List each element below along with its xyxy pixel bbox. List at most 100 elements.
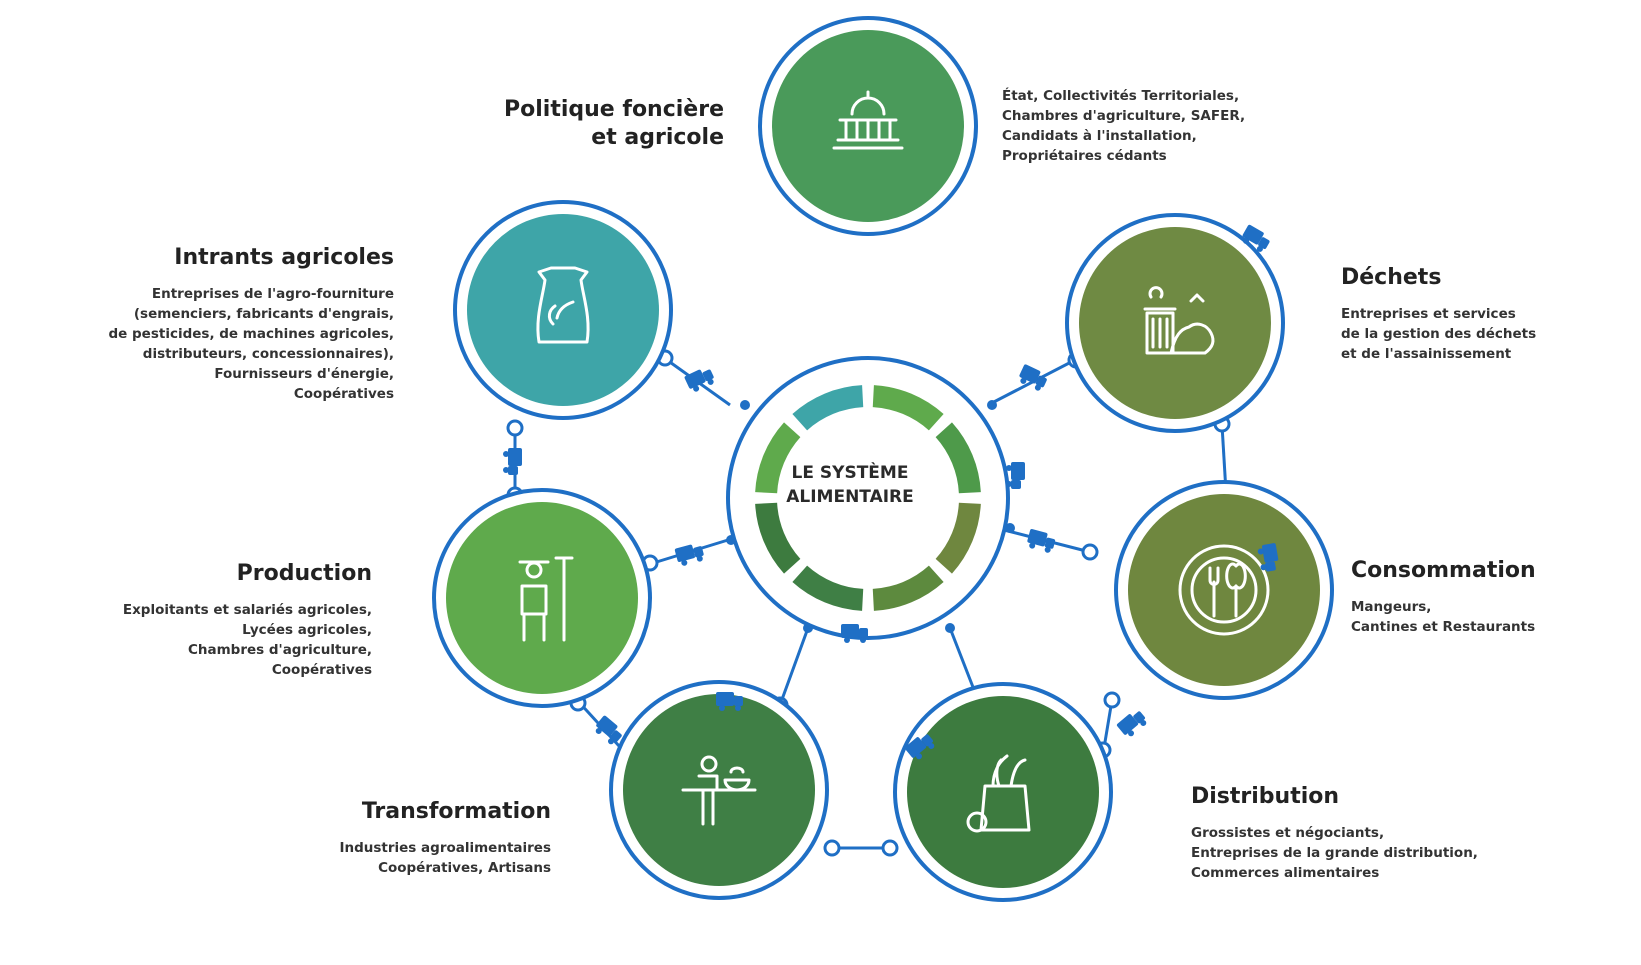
truck-icon	[674, 544, 704, 566]
transformation-line: Coopératives, Artisans	[378, 860, 551, 876]
truck-wheel	[696, 555, 703, 562]
truck-wheel	[607, 738, 614, 745]
truck-icon	[1257, 543, 1279, 572]
connector-node	[1103, 691, 1121, 709]
truck-icon	[716, 692, 743, 711]
truck-body	[904, 737, 927, 758]
transformation-line: Industries agroalimentaires	[339, 840, 551, 856]
leaf-shape	[547, 300, 575, 326]
truck-cab	[734, 696, 743, 706]
node-distribution	[893, 682, 1113, 902]
connector-node	[823, 839, 841, 857]
trucks	[503, 224, 1279, 760]
truck-cab	[1265, 561, 1276, 572]
distribution-title: Distribution	[1191, 784, 1340, 809]
intrants-line: Coopératives	[293, 386, 394, 402]
truck-wheel	[595, 727, 602, 734]
truck-wheel	[928, 742, 935, 749]
node-dechets-disc	[1079, 227, 1271, 419]
node-dechets	[1065, 213, 1285, 433]
distribution-line: Grossistes et négociants,	[1191, 825, 1385, 841]
truck-wheel	[1140, 719, 1147, 726]
cutlery-shape	[1208, 562, 1247, 618]
truck-body	[716, 692, 734, 706]
truck-body	[684, 369, 706, 389]
truck-wheel	[707, 378, 714, 385]
intrants-label: Intrants agricoles Entreprises de l'agro…	[109, 244, 395, 404]
truck-cab	[693, 546, 704, 558]
truck-wheel	[1257, 548, 1264, 555]
truck-body	[674, 544, 695, 562]
connector-node	[506, 419, 524, 437]
node-intrants	[453, 200, 673, 420]
intrants-line: Entreprises de l'agro-fourniture	[151, 286, 394, 302]
node-distribution-disc	[907, 696, 1099, 888]
node-production-disc	[446, 502, 638, 694]
policy-line: Candidats à l'installation,	[1002, 128, 1197, 144]
bag-shape	[536, 266, 590, 344]
distribution-line: Entreprises de la grande distribution,	[1191, 845, 1478, 861]
distribution-label: Distribution Grossistes et négociants, E…	[1191, 783, 1478, 883]
truck-wheel	[1044, 546, 1051, 553]
central-title-line1: LE SYSTÈME	[791, 463, 909, 483]
truck-icon	[1116, 711, 1147, 737]
truck-wheel	[735, 705, 741, 711]
truck-icon	[1006, 462, 1025, 489]
farmer-icon	[518, 556, 574, 642]
consommation-title: Consommation	[1351, 558, 1536, 583]
waste-bin-icon	[1143, 286, 1215, 355]
intrants-line: distributeurs, concessionnaires),	[142, 346, 394, 362]
node-consommation	[1114, 480, 1334, 700]
node-production	[432, 488, 652, 708]
truck-icon	[1019, 364, 1047, 391]
dechets-label: Déchets Entreprises et services de la ge…	[1341, 264, 1536, 364]
truck-wheel	[681, 559, 688, 566]
production-line: Lycées agricoles,	[242, 622, 372, 638]
node-transformation	[609, 680, 829, 900]
connector-dot	[987, 400, 997, 410]
consommation-line: Mangeurs,	[1351, 599, 1432, 615]
truck-wheel	[1029, 542, 1036, 549]
truck-icon	[904, 734, 935, 760]
hub-ring-segment	[872, 385, 944, 431]
capitol-shape	[832, 90, 904, 150]
truck-icon	[595, 715, 622, 745]
head-shape	[700, 755, 718, 773]
truck-cab	[1044, 537, 1056, 549]
central-title: LE SYSTÈME ALIMENTAIRE	[760, 461, 940, 509]
connector-dot	[740, 400, 750, 410]
central-hub	[726, 356, 1010, 640]
policy-title-line2: et agricole	[591, 125, 724, 150]
truck-body	[1027, 529, 1048, 547]
truck-wheel	[844, 637, 850, 643]
truck-cab	[702, 369, 714, 382]
seed-bag-icon	[536, 266, 590, 344]
truck-wheel	[1128, 730, 1135, 737]
apple-shape	[966, 811, 988, 833]
truck-wheel	[1256, 245, 1263, 252]
truck-cab	[1258, 237, 1270, 249]
truck-icon	[684, 369, 714, 392]
truck-wheel	[1020, 377, 1027, 384]
production-line: Exploitants et salariés agricoles,	[122, 602, 372, 618]
truck-body	[508, 448, 522, 466]
grocery-bag-icon	[966, 754, 1031, 833]
central-title-line2: ALIMENTAIRE	[786, 487, 914, 507]
truck-cab	[1035, 375, 1047, 388]
node-consommation-disc	[1128, 494, 1320, 686]
truck-wheel	[1260, 564, 1267, 571]
dechets-title: Déchets	[1341, 265, 1442, 290]
truck-cab	[1011, 480, 1021, 489]
dechets-line: Entreprises et services	[1341, 306, 1516, 322]
truck-wheel	[719, 705, 725, 711]
truck-wheel	[693, 385, 700, 392]
hub-ring-segment	[755, 502, 801, 574]
node-intrants-disc	[467, 214, 659, 406]
connector-node	[1081, 543, 1099, 561]
truck-body	[1011, 462, 1025, 480]
truck-cab	[859, 628, 868, 638]
policy-label: Politique foncière et agricole	[504, 96, 724, 152]
policy-line: État, Collectivités Territoriales,	[1002, 88, 1240, 104]
intrants-title: Intrants agricoles	[174, 245, 394, 270]
